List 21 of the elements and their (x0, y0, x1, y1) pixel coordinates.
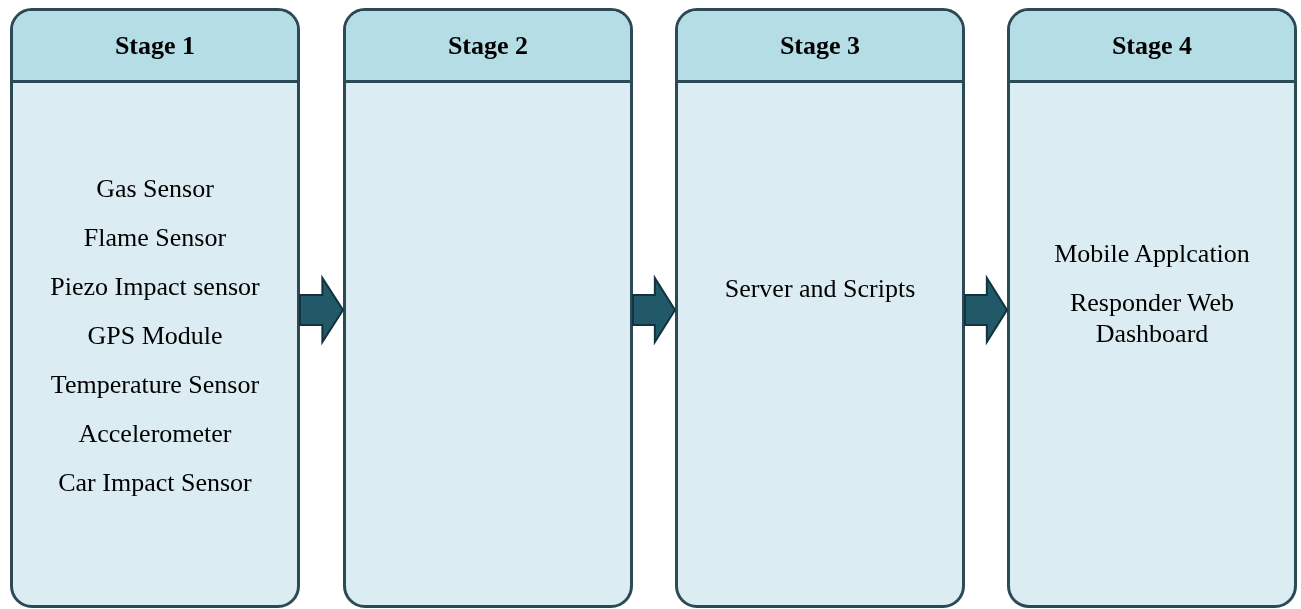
item-text: Responder Web Dashboard (1068, 287, 1236, 349)
item-text: Accelerometer (78, 418, 232, 449)
stage-panel (343, 8, 633, 608)
item-text: Car Impact Sensor (58, 467, 252, 498)
stage-panel (675, 8, 965, 608)
stage-heading: Stage 2 (447, 30, 529, 62)
stage-panel (10, 8, 300, 608)
stage-heading: Stage 3 (779, 30, 861, 62)
stage-panel (1007, 8, 1297, 608)
item-text: GPS Module (87, 320, 223, 351)
item-text: Flame Sensor (83, 222, 227, 253)
block-arrow (299, 274, 345, 346)
item-text: Temperature Sensor (50, 369, 260, 400)
stage-heading: Stage 4 (1111, 30, 1193, 62)
stage-heading: Stage 1 (114, 30, 196, 62)
block-arrow (964, 274, 1009, 346)
item-text: Piezo Impact sensor (50, 271, 260, 302)
block-arrow (632, 274, 677, 346)
item-text: Gas Sensor (96, 173, 214, 204)
item-text: Mobile Applcation (1054, 238, 1250, 269)
item-text: Server and Scripts (724, 273, 916, 304)
